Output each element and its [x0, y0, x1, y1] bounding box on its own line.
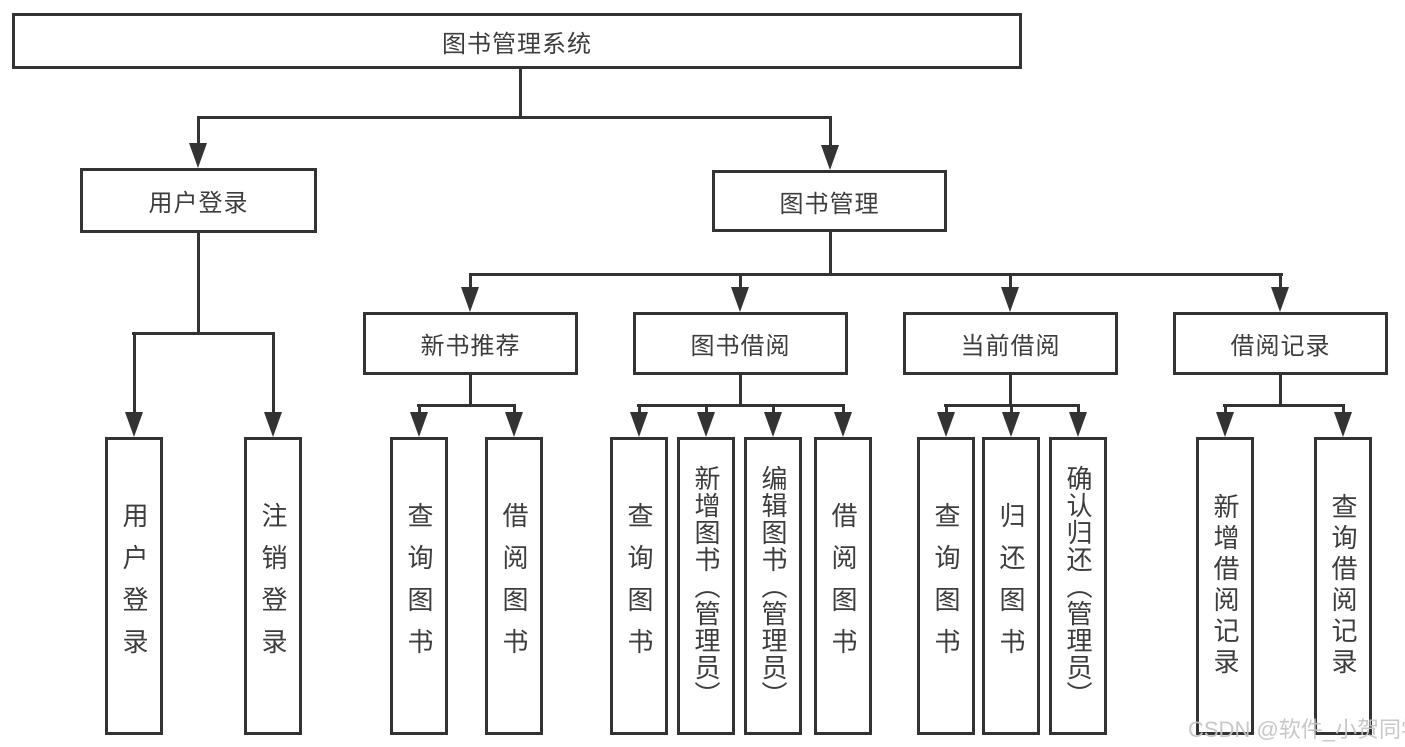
node-current-borrowing: 当前借阅 [903, 312, 1118, 375]
csdn-watermark: CSDN @软件_小贺同学 [1188, 717, 1405, 742]
arrowhead-icon [937, 412, 955, 437]
arrowhead-icon [505, 412, 523, 437]
arrowhead-icon [125, 412, 143, 437]
connector-leaf-stub [842, 404, 845, 415]
node-label: 图书管理系统 [442, 30, 592, 58]
arrowhead-icon [821, 145, 839, 170]
node-label: 借阅记录 [1230, 333, 1331, 360]
node-label: 归还图书 [996, 502, 1026, 670]
leaf-return-books: 归还图书 [982, 437, 1040, 735]
connector-drop-current-borrowing [1009, 273, 1012, 290]
connector-drop-leaf-user-login [133, 332, 136, 414]
node-label: 用户登录 [148, 190, 249, 217]
node-label: 借阅图书 [499, 502, 529, 670]
connector-book-borrowing-stub [739, 375, 742, 406]
connector-book-borrowing-bus [637, 404, 845, 407]
connector-user-login-drop [197, 233, 200, 334]
node-label: 新增借阅记录 [1210, 493, 1240, 679]
arrowhead-icon [731, 287, 749, 312]
connector-level3-bus [469, 273, 1283, 276]
arrowhead-icon [834, 412, 852, 437]
node-label: 新增图书（管理员） [691, 464, 721, 708]
connector-root-drop [519, 68, 522, 118]
arrowhead-icon [1002, 412, 1020, 437]
connector-drop-leaf-logout [272, 332, 275, 414]
node-label: 查询图书 [404, 502, 434, 670]
leaf-query-books-2: 查询图书 [610, 437, 668, 735]
node-label: 用户登录 [119, 502, 149, 670]
leaf-edit-books-admin: 编辑图书（管理员） [744, 437, 802, 735]
leaf-confirm-return-admin: 确认归还（管理员） [1049, 437, 1107, 735]
connector-new-book-bus [417, 404, 516, 407]
connector-leaf-stub [513, 404, 516, 415]
connector-leaf-stub [1077, 404, 1080, 415]
connector-new-book-stub [469, 375, 472, 406]
leaf-logout: 注销登录 [244, 437, 302, 735]
leaf-query-borrow-record: 查询借阅记录 [1314, 437, 1372, 735]
connector-leaf-stub [945, 404, 948, 415]
arrowhead-icon [461, 287, 479, 312]
connector-borrowing-records-bus [1223, 404, 1345, 407]
arrowhead-icon [764, 412, 782, 437]
connector-leaf-stub [1010, 404, 1013, 415]
node-label: 图书管理 [779, 190, 880, 218]
node-label: 当前借阅 [960, 333, 1061, 360]
node-label: 注销登录 [258, 502, 288, 670]
connector-leaf-stub [1224, 404, 1227, 415]
node-label: 编辑图书（管理员） [758, 464, 788, 708]
leaf-query-books-1: 查询图书 [390, 437, 448, 735]
connector-book-management-drop [829, 232, 832, 275]
node-label: 查询图书 [931, 502, 961, 670]
node-label: 查询图书 [624, 502, 654, 670]
node-user-login: 用户登录 [80, 168, 317, 233]
leaf-borrow-books-1: 借阅图书 [485, 437, 543, 735]
connector-drop-new-book [469, 273, 472, 290]
node-book-management: 图书管理 [712, 170, 947, 232]
leaf-borrow-books-2: 借阅图书 [814, 437, 872, 735]
node-label: 图书借阅 [690, 333, 791, 360]
leaf-user-login: 用户登录 [105, 437, 163, 735]
connector-leaf-stub [638, 404, 641, 415]
node-label: 确认归还（管理员） [1063, 464, 1093, 708]
leaf-add-books-admin: 新增图书（管理员） [677, 437, 735, 735]
node-new-book-recommend: 新书推荐 [363, 312, 578, 375]
connector-current-borrowing-stub [1009, 375, 1012, 406]
arrowhead-icon [697, 412, 715, 437]
leaf-query-books-3: 查询图书 [917, 437, 975, 735]
connector-drop-book-management [829, 116, 832, 147]
connector-user-login-bus [132, 332, 275, 335]
node-label: 借阅图书 [828, 502, 858, 670]
arrowhead-icon [410, 412, 428, 437]
leaf-add-borrow-record: 新增借阅记录 [1196, 437, 1254, 735]
arrowhead-icon [189, 143, 207, 168]
node-label: 查询借阅记录 [1328, 493, 1358, 679]
arrowhead-icon [630, 412, 648, 437]
arrowhead-icon [1001, 287, 1019, 312]
connector-drop-borrowing-records [1279, 273, 1282, 290]
node-label: 新书推荐 [420, 333, 521, 360]
node-book-borrowing: 图书借阅 [633, 312, 848, 375]
connector-drop-book-borrowing [739, 273, 742, 290]
connector-drop-user-login [197, 116, 200, 145]
connector-level2-bus [197, 116, 832, 119]
connector-leaf-stub [1342, 404, 1345, 415]
arrowhead-icon [1271, 287, 1289, 312]
connector-borrowing-records-stub [1279, 375, 1282, 406]
connector-leaf-stub [418, 404, 421, 415]
node-borrowing-records: 借阅记录 [1173, 312, 1388, 375]
node-library-management-system: 图书管理系统 [12, 13, 1022, 69]
arrowhead-icon [1216, 412, 1234, 437]
arrowhead-icon [1334, 412, 1352, 437]
connector-leaf-stub [705, 404, 708, 415]
arrowhead-icon [1069, 412, 1087, 437]
connector-leaf-stub [772, 404, 775, 415]
arrowhead-icon [264, 412, 282, 437]
